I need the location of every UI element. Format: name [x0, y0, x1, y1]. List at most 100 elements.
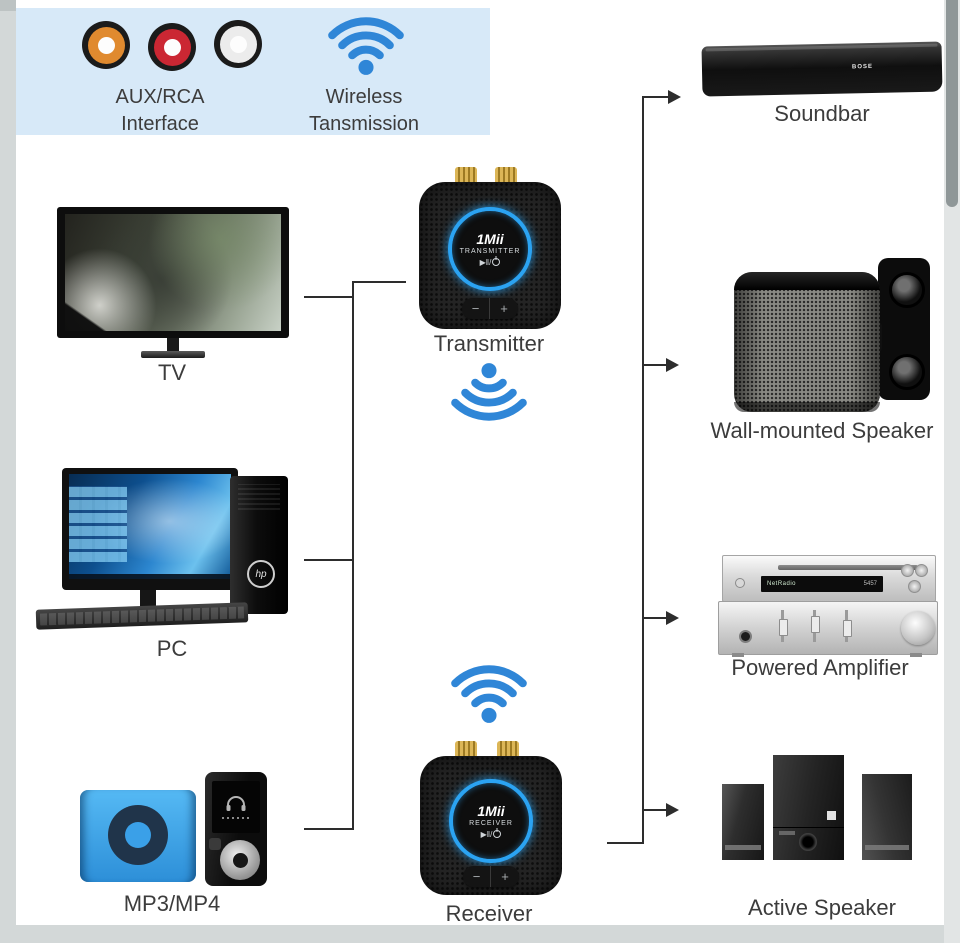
- wifi-icon: [328, 17, 404, 75]
- play-pause-power-icon: ▶‖/: [481, 830, 502, 839]
- connector-line-amplifier: [644, 617, 668, 619]
- bracket-hole: [889, 354, 925, 390]
- connector-line-left-vertical: [352, 281, 354, 830]
- play-pause-glyph: ▶‖/: [480, 829, 493, 839]
- connector-line-to-transmitter: [352, 281, 406, 283]
- bottom-gutter: [0, 925, 960, 943]
- connector-line-wall-speaker: [644, 364, 668, 366]
- arrowhead-icon: [668, 90, 681, 104]
- mp4-screen-text: [222, 816, 250, 819]
- receiver-rca-jack-icon: [455, 741, 477, 757]
- amplifier-bottom-unit-image: [718, 601, 938, 655]
- bracket-hole: [889, 272, 925, 308]
- arrowhead-icon: [666, 358, 679, 372]
- pc-label: PC: [156, 636, 188, 661]
- transmitter-label: Transmitter: [433, 331, 545, 356]
- arrowhead-icon: [666, 803, 679, 817]
- scrollbar-thumb[interactable]: [946, 0, 958, 207]
- play-pause-power-icon: ▶‖/: [480, 258, 501, 267]
- wireless-label: Wireless Tansmission: [309, 84, 419, 138]
- windows-tiles-graphic: [69, 486, 127, 562]
- wireless-label-line2: Tansmission: [308, 113, 420, 135]
- mp4-dpad: [209, 838, 221, 850]
- subwoofer-logo-square: [827, 811, 836, 820]
- receiver-mode-text: RECEIVER: [469, 819, 513, 827]
- header-panel: AUX/RCA Interface Wireless Tansmission: [16, 8, 490, 135]
- mp4-player-image: [205, 772, 267, 886]
- amp-slider: [779, 610, 788, 642]
- pc-screen-image: [69, 474, 231, 579]
- mp3-control-wheel: [108, 805, 168, 865]
- wifi-signal-up-icon: [451, 665, 527, 723]
- arrowhead-icon: [666, 611, 679, 625]
- transmitter-brand: 1Mii: [476, 230, 504, 247]
- amp-display-text: NetRadio: [767, 581, 797, 587]
- satellite-speaker-right-image: [862, 774, 912, 860]
- volume-minus-button: −: [463, 866, 491, 887]
- connector-line-tv: [304, 296, 352, 298]
- tv-label: TV: [157, 360, 187, 385]
- volume-minus-button: −: [462, 298, 490, 319]
- receiver-led-ring: 1Mii RECEIVER ▶‖/: [449, 779, 533, 863]
- tv-stand: [167, 338, 179, 351]
- transmitter-device-image: 1Mii TRANSMITTER ▶‖/ − +: [419, 182, 561, 329]
- left-gutter-cap: [0, 0, 16, 11]
- mp3-wheel-center: [125, 822, 151, 848]
- bose-logo: BOSE: [851, 63, 874, 71]
- amp-headphone-jack: [739, 630, 752, 643]
- mp3-mp4-label: MP3/MP4: [123, 891, 221, 916]
- transmitter-led-ring: 1Mii TRANSMITTER ▶‖/: [448, 207, 532, 291]
- volume-plus-button: +: [501, 869, 509, 884]
- speaker-band: [865, 845, 909, 850]
- aux-rca-label: AUX/RCA Interface: [116, 84, 205, 138]
- transmitter-mode-text: TRANSMITTER: [459, 247, 521, 255]
- aux-rca-label-line2: Interface: [121, 113, 199, 135]
- connector-line-receiver-elbow: [607, 842, 644, 844]
- connector-line-active-speaker: [644, 809, 668, 811]
- wall-bracket-image: [878, 258, 930, 400]
- wall-speaker-bottom-band: [734, 402, 880, 412]
- amp-power-button: [735, 578, 745, 588]
- power-icon: [492, 258, 501, 266]
- rca-connector-white-icon: [214, 20, 262, 68]
- connector-line-mp3: [304, 828, 354, 830]
- amp-display: NetRadio 5457: [761, 576, 883, 592]
- subwoofer-volume-knob: [799, 833, 817, 851]
- speaker-band: [725, 845, 761, 850]
- pc-tower-vents: [238, 484, 280, 510]
- soundbar-image: BOSE: [701, 41, 943, 97]
- amp-disc-slot: [778, 565, 918, 570]
- amp-foot: [732, 653, 744, 657]
- transmitter-volume-buttons: − +: [462, 298, 518, 319]
- amp-foot: [910, 653, 922, 657]
- receiver-device-image: 1Mii RECEIVER ▶‖/ − +: [420, 756, 562, 895]
- rca-connector-orange-icon: [82, 21, 130, 69]
- hp-logo: hp: [247, 560, 275, 588]
- wall-speaker-top-band: [734, 272, 880, 290]
- soundbar-label: Soundbar: [774, 101, 870, 126]
- power-icon: [493, 830, 502, 838]
- rca-connector-red-icon: [148, 23, 196, 71]
- amp-slider: [811, 610, 820, 642]
- pc-tower-image: hp: [230, 476, 288, 614]
- transmitter-rca-jack-icon: [495, 167, 517, 183]
- left-gutter: [0, 0, 16, 943]
- receiver-brand: 1Mii: [477, 802, 505, 819]
- transmitter-rca-jack-icon: [455, 167, 477, 183]
- subwoofer-image: [773, 755, 844, 860]
- mp4-pad-center: [232, 852, 248, 868]
- headphones-icon: [226, 795, 246, 811]
- wall-speaker-image: [734, 272, 880, 412]
- active-speaker-label: Active Speaker: [748, 895, 896, 920]
- aux-rca-label-line1: AUX/RCA: [115, 86, 205, 108]
- connector-line-pc: [304, 559, 352, 561]
- amp-knob: [901, 564, 914, 577]
- wall-speaker-label: Wall-mounted Speaker: [710, 418, 934, 443]
- amplifier-top-unit-image: NetRadio 5457: [722, 555, 936, 602]
- subwoofer-label-strip: [779, 831, 795, 835]
- scrollbar-track: [944, 0, 960, 943]
- tv-screen-image: [65, 214, 281, 331]
- pc-keyboard-keys: [39, 606, 245, 626]
- satellite-speaker-left-image: [722, 784, 764, 860]
